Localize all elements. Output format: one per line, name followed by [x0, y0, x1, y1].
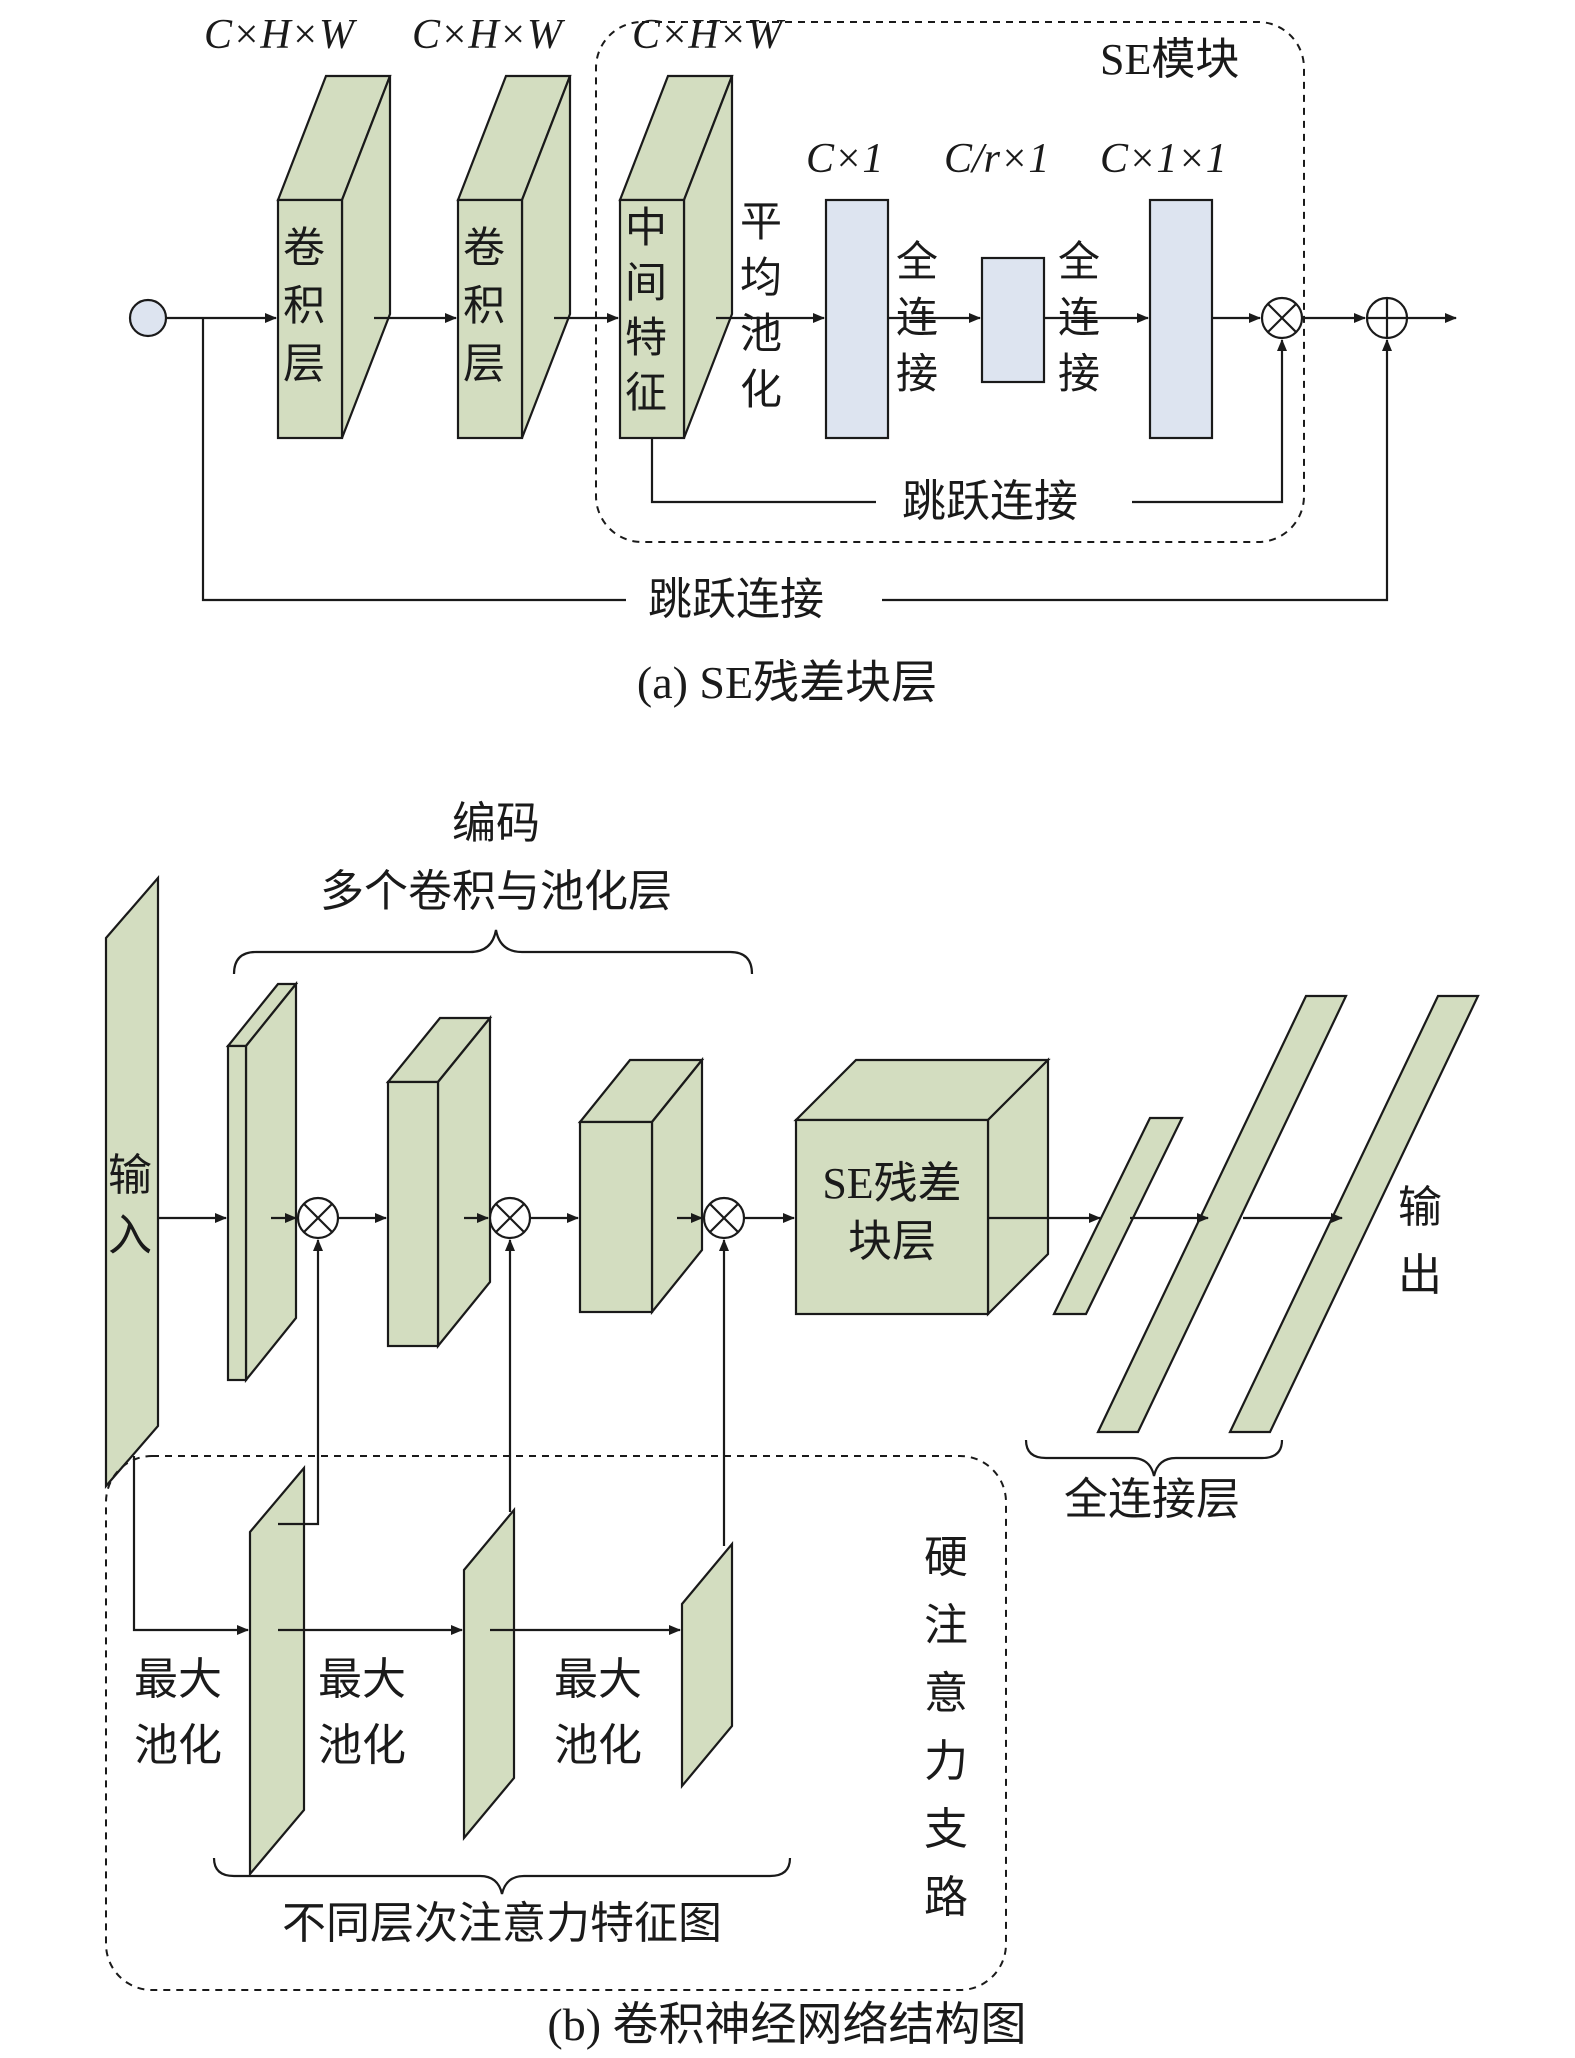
svg-text:出: 出 [1398, 1251, 1442, 1300]
output-label: 输 出 [1398, 1183, 1442, 1300]
pooled-vector [824, 198, 890, 440]
svg-text:池: 池 [740, 312, 782, 358]
svg-text:入: 入 [108, 1211, 152, 1260]
conv1-label: 卷 积 层 [283, 226, 325, 388]
encode-title: 编码 [452, 799, 540, 848]
reduced-vector [980, 256, 1046, 384]
svg-text:卷: 卷 [283, 226, 325, 272]
svg-text:均: 均 [740, 256, 782, 302]
svg-text:池化: 池化 [318, 1721, 406, 1770]
caption-a: (a) SE残差块层 [637, 657, 937, 708]
se-module-frame [595, 21, 1305, 543]
caption-b: (b) 卷积神经网络结构图 [547, 1999, 1026, 2050]
svg-text:支: 支 [924, 1805, 968, 1854]
part-b-cnn-structure: 编码 多个卷积与池化层 输 入 [104, 799, 1480, 2050]
max-pool-label-2: 最大 池化 [318, 1655, 406, 1770]
svg-text:池化: 池化 [554, 1721, 642, 1770]
dim-label-conv1: C×H×W [204, 12, 358, 58]
svg-text:平: 平 [740, 200, 782, 246]
svg-text:接: 接 [1058, 352, 1100, 398]
max-pool-label-1: 最大 池化 [134, 1655, 222, 1770]
mid-feature-layer [618, 74, 734, 440]
dim-label-mid: C×H×W [632, 12, 786, 58]
svg-text:积: 积 [463, 284, 505, 330]
hard-attention-frame [105, 1455, 1007, 1991]
fc2-label: 全 连 接 [1058, 239, 1100, 398]
fc-brace [1024, 1439, 1284, 1477]
attention-brace [212, 1857, 792, 1895]
svg-text:输: 输 [1398, 1183, 1442, 1232]
svg-text:路: 路 [924, 1873, 968, 1922]
se-block-label-line1: SE残差 [822, 1159, 961, 1208]
encode-subtitle: 多个卷积与池化层 [320, 867, 672, 916]
svg-text:间: 间 [625, 261, 667, 307]
svg-text:积: 积 [283, 284, 325, 330]
svg-text:层: 层 [463, 342, 505, 388]
svg-text:化: 化 [740, 368, 782, 414]
attention-branch-arrows [132, 1239, 729, 1635]
svg-text:输: 输 [108, 1151, 152, 1200]
svg-text:特: 特 [625, 316, 667, 362]
conv-layer-1 [276, 74, 392, 440]
add-operator-a [1365, 296, 1409, 340]
svg-text:硬: 硬 [924, 1533, 968, 1582]
attention-maps-label: 不同层次注意力特征图 [282, 1899, 722, 1948]
dim-label-pool: C×1 [806, 136, 883, 182]
svg-text:接: 接 [896, 352, 938, 398]
input-label: 输 入 [108, 1151, 152, 1260]
svg-text:全: 全 [896, 239, 938, 286]
svg-text:最大: 最大 [318, 1655, 406, 1704]
svg-text:注: 注 [924, 1601, 968, 1650]
excitation-vector [1148, 198, 1214, 440]
encode-brace [232, 929, 754, 975]
hard-attention-label: 硬 注 意 力 支 路 [924, 1533, 968, 1922]
conv-layer-2 [456, 74, 572, 440]
svg-text:力: 力 [924, 1737, 968, 1786]
multiply-operator-b2 [488, 1196, 532, 1240]
se-module-label: SE模块 [1100, 35, 1239, 84]
mid-feature-label: 中 间 特 征 [625, 206, 667, 417]
max-pool-label-3: 最大 池化 [554, 1655, 642, 1770]
svg-text:卷: 卷 [463, 226, 505, 272]
conv2-label: 卷 积 层 [463, 226, 505, 388]
svg-text:全: 全 [1058, 239, 1100, 286]
se-residual-cube: SE残差 块层 [793, 1057, 1051, 1317]
input-node [128, 298, 168, 338]
avg-pool-label: 平 均 池 化 [740, 200, 782, 414]
attention-map-2 [462, 1506, 516, 1842]
svg-text:最大: 最大 [134, 1655, 222, 1704]
multiply-operator-b1 [296, 1196, 340, 1240]
input-layer [104, 875, 160, 1489]
dim-label-fc2: C×1×1 [1100, 136, 1227, 182]
dim-label-fc1: C/r×1 [944, 136, 1049, 182]
fc-layer-1 [1052, 1116, 1184, 1316]
inner-skip-connection: 跳跃连接 [650, 339, 1287, 526]
attention-map-3 [680, 1540, 734, 1790]
svg-text:中: 中 [625, 206, 667, 252]
multiply-operator-b3 [702, 1196, 746, 1240]
se-block-label-line2: 块层 [848, 1217, 936, 1266]
part-a-se-residual-block: C×H×W C×H×W C×H×W C×1 C/r×1 C×1×1 SE模块 [128, 12, 1457, 708]
fc-layer-3 [1228, 994, 1480, 1434]
encoder-block-3 [577, 1056, 705, 1316]
svg-text:池化: 池化 [134, 1721, 222, 1770]
dim-label-conv2: C×H×W [412, 12, 566, 58]
attention-map-1 [248, 1464, 306, 1878]
outer-skip-label: 跳跃连接 [648, 575, 824, 624]
inner-skip-label: 跳跃连接 [902, 477, 1078, 526]
encoder-block-2 [385, 1014, 493, 1350]
fc-layers-label: 全连接层 [1064, 1475, 1240, 1524]
outer-skip-connection: 跳跃连接 [201, 318, 1392, 624]
svg-text:征: 征 [625, 371, 667, 417]
encoder-block-1 [225, 980, 299, 1384]
fc-layer-2 [1096, 994, 1348, 1434]
svg-text:层: 层 [283, 342, 325, 388]
multiply-operator-a [1260, 296, 1304, 340]
svg-text:意: 意 [924, 1669, 968, 1718]
svg-text:最大: 最大 [554, 1655, 642, 1704]
